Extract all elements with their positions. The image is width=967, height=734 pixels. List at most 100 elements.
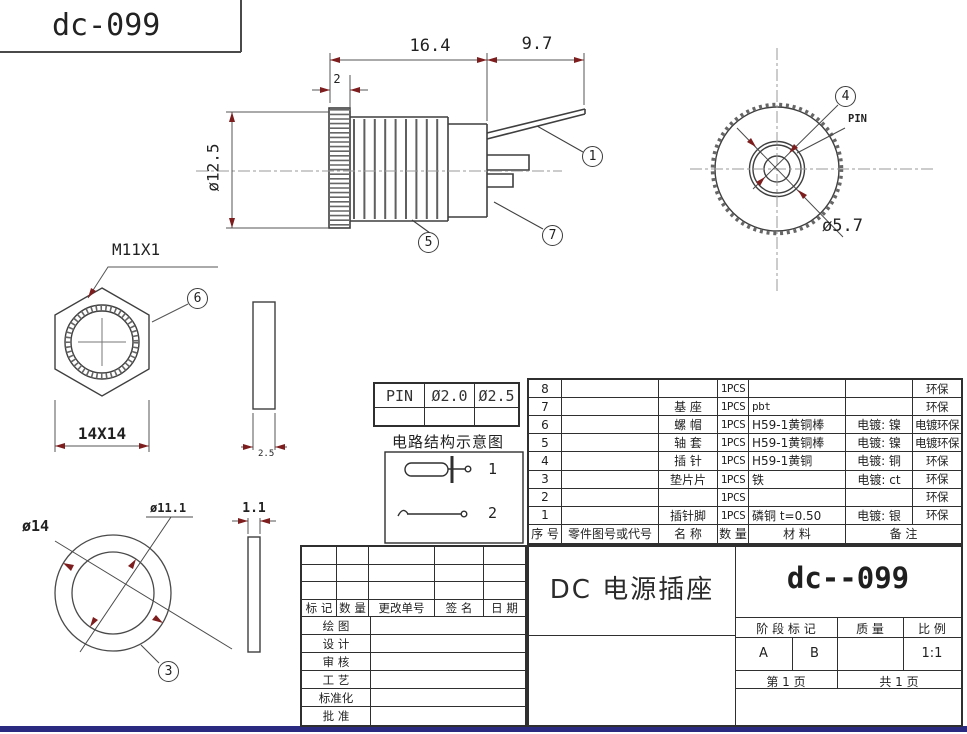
bom-qty: 1PCS [718, 380, 749, 399]
bom-code [562, 380, 659, 399]
bom-remark: 电镀环保 [913, 434, 961, 453]
callout-7: 7 [542, 225, 563, 246]
side-view-leaders [411, 125, 584, 234]
callout-6: 6 [187, 288, 208, 309]
bom-no: 5 [529, 434, 562, 453]
bom-qty: 1PCS [718, 488, 749, 507]
front-view-arrows [747, 138, 807, 199]
role-draw: 绘 图 [302, 617, 371, 635]
role-value [371, 707, 525, 725]
bom-remark: 环保 [913, 380, 961, 399]
washer-view-arrows [63, 559, 163, 627]
bom-code [562, 434, 659, 453]
dim-1-1: 1.1 [242, 501, 266, 516]
pin-size-table: PIN Ø2.0 Ø2.5 [373, 382, 520, 427]
bom-remark: 环保 [913, 471, 961, 489]
bom-qty: 1PCS [718, 452, 749, 471]
bom-code [562, 452, 659, 471]
pin-table-col1: PIN [375, 384, 425, 408]
washer-view [54, 516, 233, 664]
circuit-title: 电路结构示意图 [391, 433, 504, 451]
revision-grid: 标 记 数 量 更改单号 签 名 日 期 [302, 547, 525, 617]
bom-name: 轴 套 [659, 434, 718, 453]
bom-plating: 电镀: 铜 [846, 452, 913, 471]
bom-name: 垫片片 [659, 470, 718, 489]
washer-section-view [232, 518, 276, 653]
page-total: 共 1 页 [879, 675, 919, 689]
nut-view-dimensions [54, 266, 218, 452]
bom-header-material: 材 料 [749, 524, 846, 543]
scale-value: 1:1 [921, 646, 943, 661]
title-box-lines [0, 0, 242, 53]
bom-no: 1 [529, 506, 562, 525]
bom-qty: 1PCS [718, 470, 749, 489]
bom-plating: 电镀: 镍 [846, 416, 913, 435]
rev-cell [484, 582, 525, 600]
divider [903, 617, 904, 670]
model-number: dc--099 [786, 561, 910, 595]
bom-plating [846, 488, 913, 507]
bom-code [562, 506, 659, 525]
rev-cell [369, 564, 435, 582]
dim-2: 2 [333, 72, 341, 86]
bom-material: H59-1黄铜棒 [749, 416, 846, 435]
bom-qty: 1PCS [718, 434, 749, 453]
divider [735, 617, 961, 618]
bom-name: 螺 帽 [659, 416, 718, 435]
pin-table-col3: Ø2.5 [475, 384, 518, 408]
bom-name: 基 座 [659, 398, 718, 417]
bom-plating [846, 398, 913, 417]
bom-remark: 环保 [913, 398, 961, 417]
dim-9-7: 9.7 [521, 34, 553, 54]
quality-header: 质 量 [856, 622, 884, 636]
pin-table-empty [475, 408, 518, 425]
dim-16-4: 16.4 [409, 36, 451, 56]
rev-cell [484, 565, 525, 582]
bottom-accent-bar [0, 726, 967, 732]
roles-grid: 绘 图 设 计 审 核 工 艺 标准化 批 准 [302, 617, 525, 725]
scale-header: 比 例 [918, 622, 946, 636]
role-process: 工 艺 [302, 671, 371, 689]
role-value [371, 689, 525, 707]
stage-a: A [759, 646, 768, 661]
rev-header-mark: 标 记 [302, 599, 337, 617]
bom-code [562, 416, 659, 435]
pin-table-empty [375, 408, 425, 425]
side-view [328, 107, 586, 229]
callout-4: 4 [835, 86, 856, 107]
bom-no: 6 [529, 416, 562, 435]
circuit-item-2: 2 [488, 504, 498, 522]
bom-name: 插针脚 [659, 506, 718, 525]
bom-qty: 1PCS [718, 506, 749, 525]
bom-qty: 1PCS [718, 416, 749, 435]
rev-cell [435, 547, 484, 565]
circuit-item-1: 1 [488, 460, 498, 478]
bom-remark: 环保 [913, 452, 961, 471]
rev-cell [337, 564, 369, 582]
bom-header-remark: 备 注 [889, 527, 918, 542]
rev-header-date: 日 期 [484, 600, 525, 617]
dim-14x14: 14X14 [77, 424, 127, 443]
divider [735, 688, 961, 689]
circuit-schematic [384, 451, 524, 544]
bom-name [659, 488, 718, 507]
divider [735, 637, 961, 638]
rev-cell [302, 582, 337, 600]
stage-header: 阶 段 标 记 [756, 622, 816, 636]
rev-header-qty: 数 量 [337, 599, 369, 617]
bom-material [749, 380, 846, 399]
bom-material: 磷铜 t=0.50 [749, 506, 846, 525]
front-view-centerlines [690, 48, 936, 292]
pin-table-empty [425, 408, 475, 425]
bom-material: pbt [749, 398, 846, 417]
rev-cell [302, 547, 337, 565]
bom-plating: 电镀: ct [846, 470, 913, 489]
nut-view [54, 287, 150, 397]
bom-header-no: 序 号 [529, 524, 562, 543]
bom-remark: 电镀环保 [913, 416, 961, 435]
bom-header-name: 名 称 [659, 524, 718, 543]
bom-plating: 电镀: 银 [846, 506, 913, 525]
bom-name: 插 针 [659, 452, 718, 471]
